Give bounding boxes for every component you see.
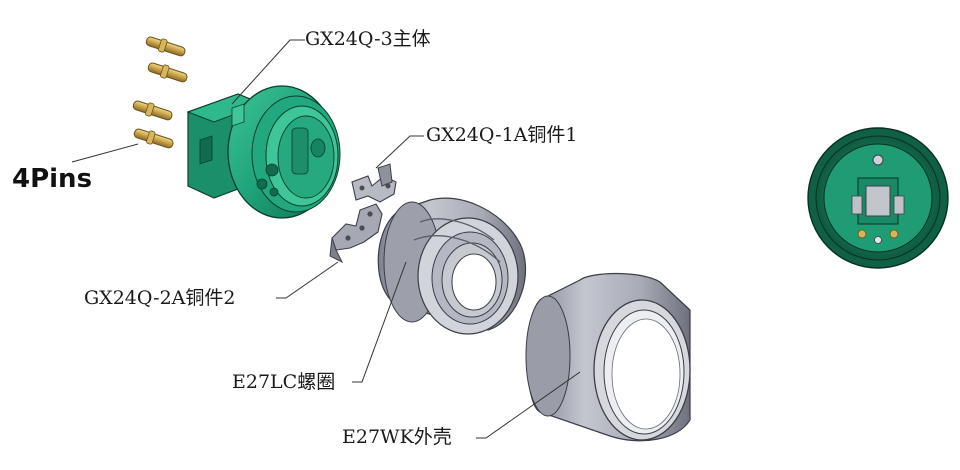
pin-1 (145, 36, 186, 57)
leader-screw (352, 261, 407, 383)
leader-copper2 (276, 261, 339, 299)
label-gx24q-1a-copper-1: GX24Q-1A铜件1 (426, 124, 578, 146)
gx24q-1a-copper-1 (351, 163, 397, 203)
pin-4 (133, 128, 174, 149)
label-e27wk-outer-shell: E27WK外壳 (342, 426, 452, 448)
leader-body (231, 39, 305, 105)
label-4-pins: 4Pins (12, 164, 93, 194)
pin-2 (147, 62, 188, 83)
label-e27lc-screw-ring: E27LC螺圈 (232, 371, 336, 393)
leader-pins (71, 143, 139, 163)
gx24q-2a-copper-2 (329, 203, 383, 264)
pins-group (132, 36, 188, 149)
leader-shell (476, 371, 581, 439)
leader-copper1 (375, 135, 424, 169)
leader-lines (71, 39, 581, 439)
e27wk-outer-shell (525, 272, 691, 442)
gx24q-3-body (186, 85, 341, 219)
e27lc-screw-ring (377, 197, 527, 335)
label-gx24q-3-body: GX24Q-3主体 (305, 28, 431, 50)
label-gx24q-2a-copper-2: GX24Q-2A铜件2 (84, 287, 236, 309)
pin-3 (132, 100, 173, 121)
assembled-end-view (807, 127, 949, 269)
